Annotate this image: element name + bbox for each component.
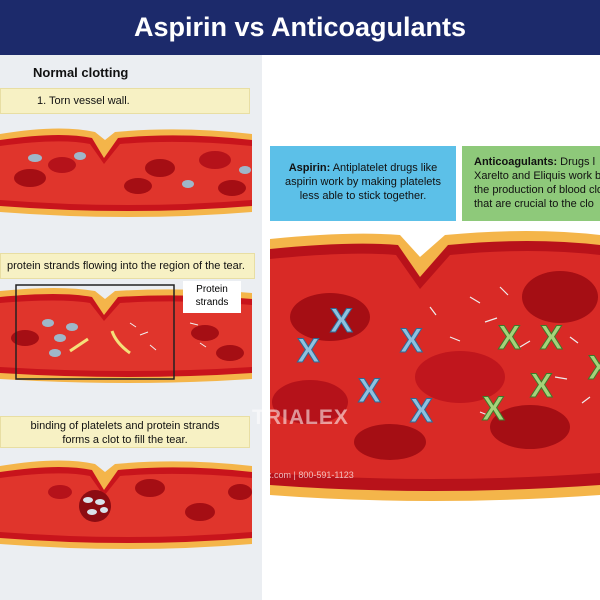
section-heading: Normal clotting [33, 65, 129, 80]
drug-action-vessel-illustration: X X X X X X X X X X [270, 231, 600, 501]
anticoagulants-text-line2: Xarelto and Eliquis work by [474, 170, 600, 182]
aspirin-text-line1: Antiplatelet drugs like [330, 162, 438, 174]
aspirin-label: Aspirin: [288, 162, 331, 174]
platelet-x-mark: X [330, 302, 353, 340]
protein-strands-vessel-illustration [0, 284, 252, 383]
anticoagulants-text-line1: Drugs l [557, 156, 596, 168]
step3-caption: binding of platelets and protein strands… [0, 416, 250, 448]
anticoagulants-label: Anticoagulants: [474, 156, 558, 168]
anticoagulants-info-box: Anticoagulants: Drugs l Xarelto and Eliq… [462, 146, 600, 221]
step3-line1: binding of platelets and protein strands [30, 420, 220, 432]
protein-label-line1: Protein [196, 284, 228, 295]
step3-line2: forms a clot to fill the tear. [62, 434, 188, 446]
anticoagulants-text-line4: that are crucial to the clo [474, 198, 594, 210]
clotting-factor-x-mark: X [482, 390, 505, 428]
protein-label-line2: strands [195, 297, 229, 308]
protein-strands-label: Protein strands [183, 281, 241, 313]
platelet-x-mark: X [358, 372, 381, 410]
platelet-x-mark: X [297, 332, 320, 370]
page-title: Aspirin vs Anticoagulants [0, 0, 600, 55]
clotting-factor-x-mark: X [498, 319, 521, 357]
torn-vessel-illustration [0, 128, 252, 217]
aspirin-text-line2: aspirin work by making platelets [285, 176, 441, 188]
clotting-factor-x-mark: X [588, 349, 600, 387]
step1-caption: 1. Torn vessel wall. [0, 88, 250, 114]
aspirin-info-box: Aspirin: Antiplatelet drugs like aspirin… [270, 146, 456, 221]
platelet-x-mark: X [410, 392, 433, 430]
platelet-x-mark: X [400, 322, 423, 360]
aspirin-text-line3: less able to stick together. [299, 190, 427, 202]
clotting-factor-x-mark: X [530, 367, 553, 405]
step2-caption: protein strands flowing into the region … [0, 253, 255, 279]
watermark-contact: ex.com | 800-591-1123 [262, 470, 354, 480]
clot-vessel-illustration [0, 460, 252, 549]
anticoagulants-text-line3: the production of blood clo [474, 184, 600, 196]
clotting-factor-x-mark: X [540, 319, 563, 357]
trialex-watermark-logo: TRIALEX [252, 406, 349, 429]
